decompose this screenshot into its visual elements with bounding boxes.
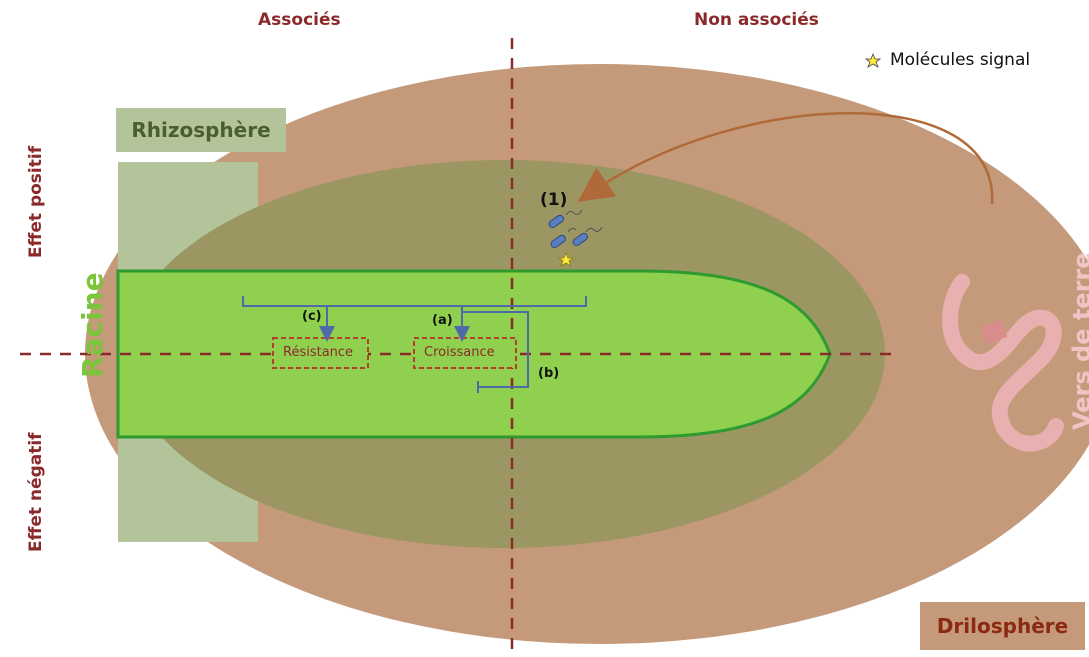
- regulation-bracket: [242, 296, 587, 307]
- header-non-associes: Non associés: [694, 10, 819, 30]
- marker-b: (b): [538, 366, 560, 381]
- star-icon: [557, 251, 575, 267]
- marker-1: (1): [540, 190, 568, 210]
- resistance-box: [272, 337, 369, 369]
- marker-c: (c): [302, 309, 322, 324]
- rhizosphere-label: Rhizosphère: [131, 118, 271, 142]
- earthworm-icon: [942, 274, 1064, 452]
- croissance-box: [413, 337, 517, 369]
- croissance-label: Croissance: [424, 345, 495, 360]
- drilosphere-box: [920, 602, 1085, 650]
- header-associes: Associés: [258, 10, 341, 30]
- resistance-label: Résistance: [283, 345, 354, 360]
- bacteria-icon: [548, 209, 603, 248]
- legend-star-icon: [864, 52, 882, 68]
- marker-a: (a): [432, 313, 453, 328]
- effet-positif-label: Effet positif: [26, 145, 46, 258]
- racine-label: Racine: [76, 272, 109, 378]
- earthworm-clitellum: [980, 319, 1008, 345]
- signal-curve-arrow: [577, 112, 994, 205]
- effet-negatif-label: Effet négatif: [26, 432, 46, 552]
- legend-signal-label: Molécules signal: [890, 50, 1031, 70]
- drilosphere-label: Drilosphère: [936, 614, 1069, 638]
- rhizosphere-label-box: [116, 108, 286, 152]
- inhibition-b: [462, 311, 529, 393]
- vers-de-terre-label: Vers de terre: [1068, 252, 1089, 430]
